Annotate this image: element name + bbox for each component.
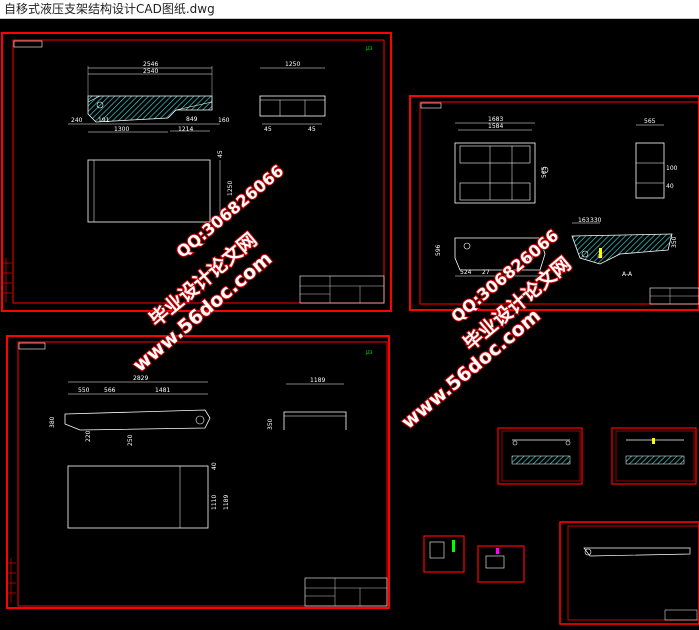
dim-label: 524 [460,269,472,276]
svg-text:JZ3: JZ3 [365,350,373,355]
dim-label: 675 [503,269,515,276]
dim-label: 45 [217,150,224,158]
drawing-sheet-8 [559,521,699,625]
dim-label: 330 [590,217,602,224]
rear-beam-end-view: 1189 350 [267,377,347,430]
dim-label: 566 [104,387,116,394]
base-plan-view: 1683 1584 565 [454,116,549,204]
drawing-canvas[interactable]: JZ3 2546 2540 2 [0,18,699,630]
window-titlebar: 自移式液压支架结构设计CAD图纸.dwg [0,0,699,19]
dim-label: 1481 [155,387,170,394]
dim-label: 849 [186,116,198,123]
dim-label: 1250 [227,181,234,196]
dim-label: 220 [85,430,92,442]
dim-label: 550 [78,387,90,394]
dim-label: 2546 [143,61,158,68]
base-end-view: 565 100 40 [635,118,678,199]
section-label: A-A [622,271,633,278]
title-block [649,287,699,305]
dim-label: 160 [218,117,230,124]
dim-label: 565 [541,166,548,178]
canopy-beam-view: 2546 2540 240 191 1300 849 1214 160 [68,61,230,133]
window-title: 自移式液压支架结构设计CAD图纸.dwg [4,2,215,16]
watermark-right: www.56doc.com 毕业设计论文网 QQ:306826066 [396,225,576,435]
watermark-site: www.56doc.com [397,305,545,434]
dim-label: 45 [264,126,272,133]
dim-label: 45 [308,126,316,133]
base-section-view: 163 330 350 A-A [571,217,678,278]
drawing-sheet-4 [497,427,583,485]
watermark-left: www.56doc.com 毕业设计论文网 QQ:306826066 [128,160,289,377]
dim-label: 1250 [285,61,300,68]
dim-label: 350 [267,418,274,430]
dim-label: 596 [435,244,442,256]
dim-label: 40 [211,462,218,470]
svg-text:JZ3: JZ3 [365,46,373,51]
dim-label: 163 [578,217,590,224]
dim-label: 380 [49,416,56,428]
drawing-sheet-7 [477,545,525,583]
dim-label: 565 [644,118,656,125]
dim-label: 2829 [133,375,148,382]
dim-label: 1584 [488,123,503,130]
dim-label: 240 [71,117,83,124]
dim-label: 250 [127,434,134,446]
dim-label: 2540 [143,68,158,75]
drawing-sheet-3: JZ3 2829 550 566 1481 380 220 250 [6,335,390,609]
dim-label: 1214 [178,126,193,133]
base-side-view: 596 524 27 675 [435,237,546,277]
rear-beam-view: 2829 550 566 1481 380 220 250 [49,375,211,446]
drawing-sheet-2: 1683 1584 565 565 100 40 596 524 27 [409,95,699,311]
dim-label: 1189 [310,377,325,384]
drawing-sheet-6 [423,535,465,573]
dim-label: 191 [98,117,110,124]
title-block [299,275,385,304]
drawing-sheet-5 [611,427,697,485]
dim-label: 27 [482,269,490,276]
dim-label: 1189 [223,495,230,510]
dim-label: 40 [666,183,674,190]
dim-label: 100 [666,165,678,172]
rear-beam-plan-view: 1110 1189 40 [67,462,230,529]
canopy-plan-view: 1250 45 [87,150,234,223]
title-block [304,577,388,607]
dim-label: 1300 [114,126,129,133]
canopy-end-view: 1250 45 45 [259,61,326,133]
dim-label: 1683 [488,116,503,123]
drawing-sheet-1: JZ3 2546 2540 2 [1,32,392,312]
dim-label: 1110 [211,495,218,510]
dim-label: 350 [671,236,678,248]
